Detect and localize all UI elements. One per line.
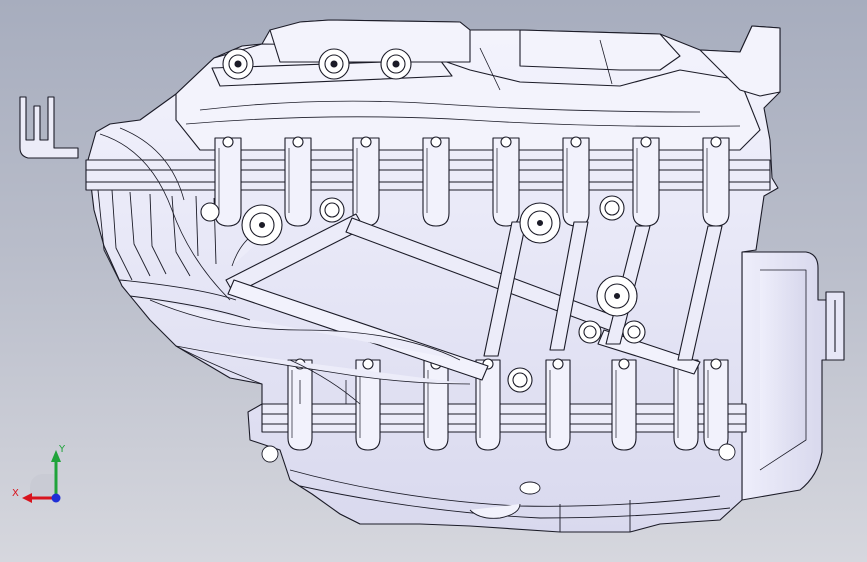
lower-runner (355, 358, 381, 451)
upper-runner (352, 136, 380, 227)
upper-runners (214, 136, 730, 227)
upper-runner (702, 136, 730, 227)
view-orientation-triad: X Y (12, 444, 66, 503)
x-axis-label: X (12, 488, 19, 499)
upper-bolts (222, 48, 412, 80)
mounting-bracket (19, 96, 79, 159)
lower-runner (703, 358, 729, 451)
upper-runner (492, 136, 520, 227)
upper-runner (632, 136, 660, 227)
upper-runner (562, 136, 590, 227)
x-axis-arrowhead (22, 493, 32, 503)
y-axis-label: Y (58, 444, 66, 455)
lower-runner (545, 358, 571, 451)
bosses (200, 195, 646, 393)
lower-runner (287, 358, 313, 451)
lower-runners (287, 358, 729, 451)
upper-runner (422, 136, 450, 227)
upper-runner (284, 136, 312, 227)
lower-runner (611, 358, 637, 451)
casting-lines (99, 127, 361, 405)
y-axis-arrowhead (51, 450, 61, 462)
upper-runner (214, 136, 242, 227)
z-axis-origin (51, 493, 61, 503)
lower-runner (423, 358, 449, 451)
side-cover (741, 251, 845, 501)
lower-rail (261, 403, 747, 433)
oil-pan (261, 443, 736, 532)
